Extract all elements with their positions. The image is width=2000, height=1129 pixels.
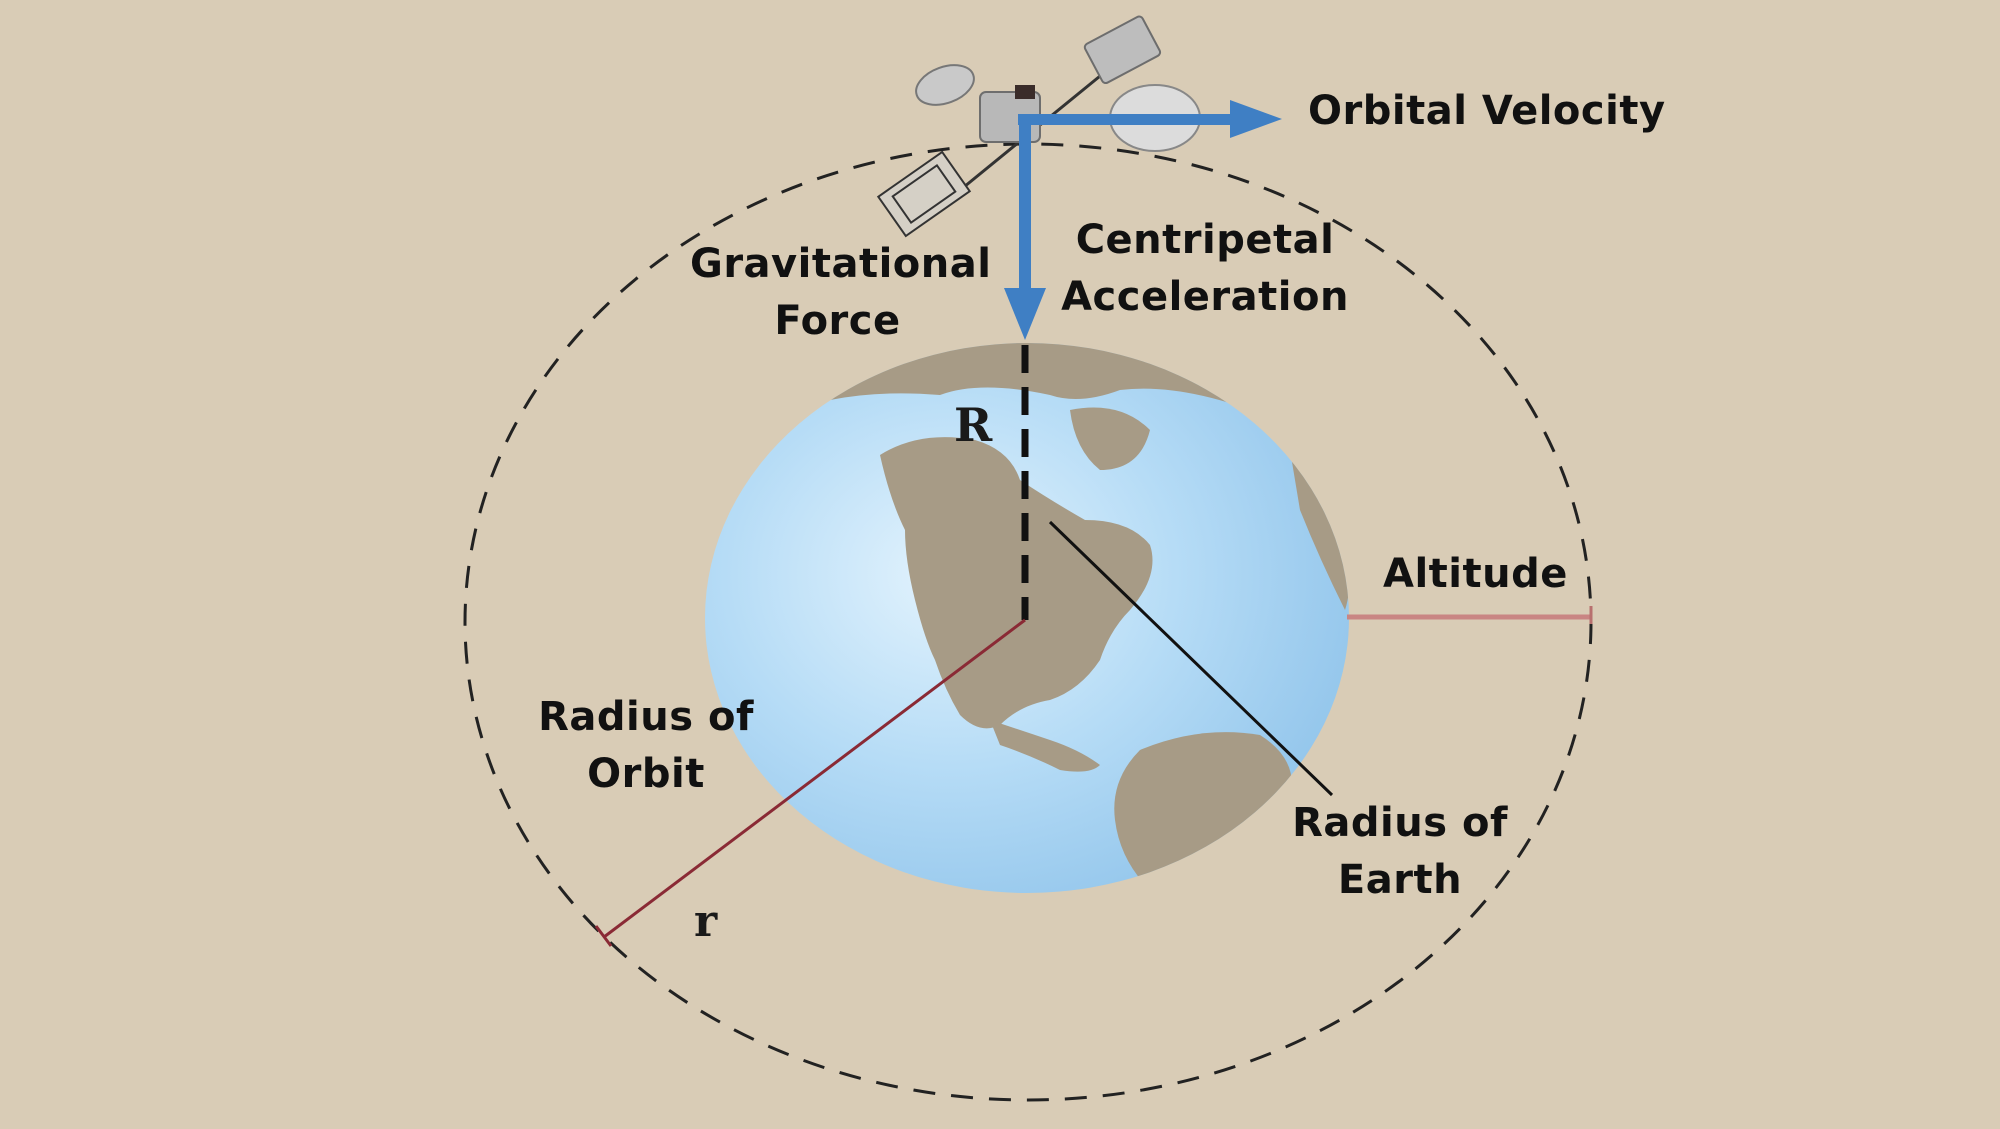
gravitational-force-arrow: [1004, 114, 1046, 340]
orbit-radius-symbol: r: [694, 896, 718, 947]
radius-of-orbit-endcap: [594, 925, 613, 947]
radius-of-earth-pointer: [1048, 520, 1334, 797]
earth-radius-symbol: R: [954, 398, 993, 452]
altitude-label: Altitude: [1383, 551, 1568, 597]
radius-of-orbit-line: [603, 618, 1026, 939]
radius-of-earth-line-1: Radius of: [1292, 800, 1508, 846]
centripetal-line-1: Centripetal: [1075, 217, 1335, 263]
centripetal-line-2: Acceleration: [1061, 274, 1349, 320]
radius-of-earth-line-2: Earth: [1337, 857, 1463, 903]
gravitational-force-label: Gravitational Force: [690, 236, 992, 350]
radius-of-orbit-line-2: Orbit: [587, 751, 705, 797]
orbital-velocity-arrow: [1018, 100, 1282, 138]
satellite-icon: [876, 15, 1201, 238]
radius-of-orbit-label: Radius of Orbit: [536, 689, 756, 803]
gravitational-line-2: Force: [774, 298, 901, 344]
gravitational-line-1: Gravitational: [690, 241, 992, 287]
radius-of-orbit-line-1: Radius of: [538, 694, 754, 740]
centripetal-acceleration-label: Centripetal Acceleration: [1060, 212, 1350, 326]
radius-of-earth-label: Radius of Earth: [1290, 795, 1510, 909]
orbital-velocity-label: Orbital Velocity: [1308, 88, 1666, 134]
